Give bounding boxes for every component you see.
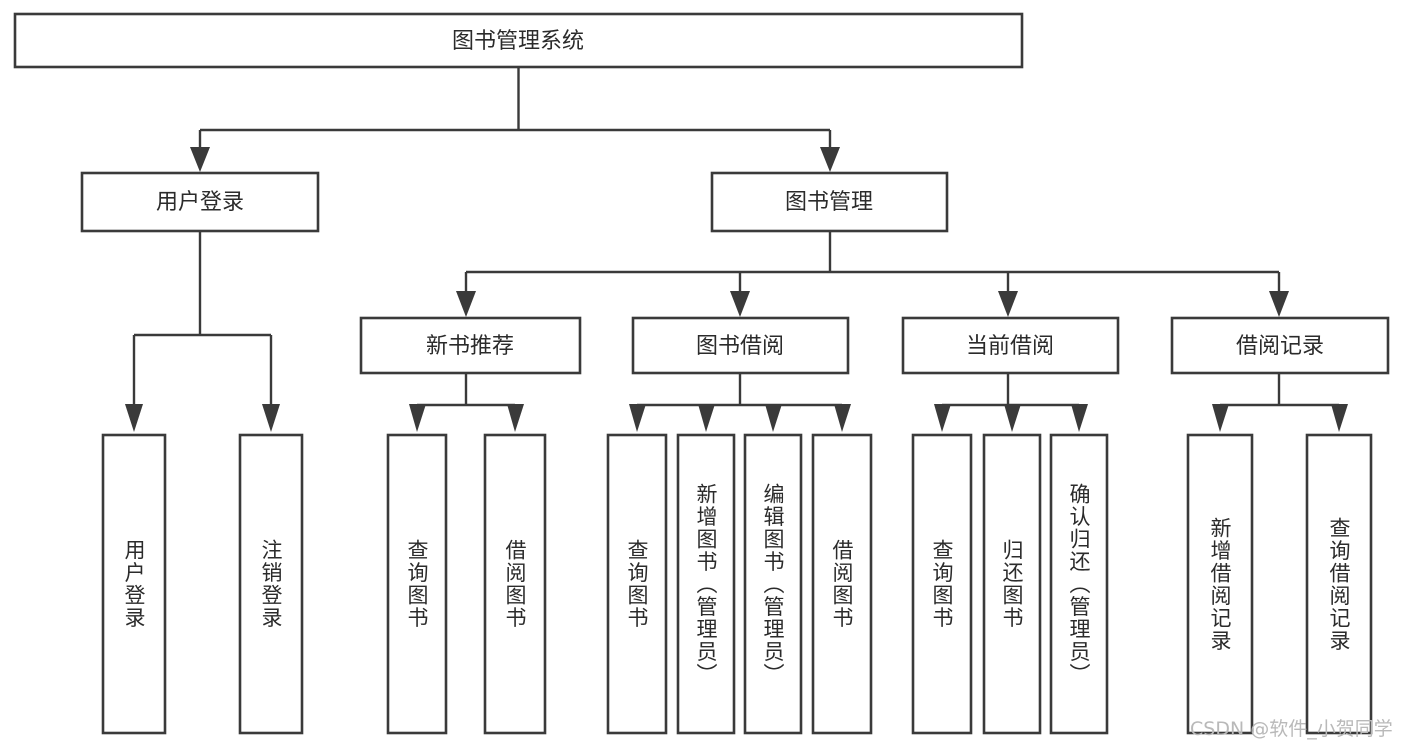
arrow-head-new-book-recommend	[456, 291, 476, 317]
node-leaf-confirm-return-admin[interactable]	[1049, 433, 1109, 735]
node-book-management-label: 图书管理	[785, 190, 873, 215]
node-new-book-recommend[interactable]	[359, 316, 582, 375]
arrow-head-leaf-confirm-return-admin	[1071, 404, 1088, 432]
node-borrow-record[interactable]	[1170, 316, 1390, 375]
node-leaf-user-login[interactable]	[101, 433, 167, 735]
arrow-head-leaf-edit-book-admin	[765, 404, 782, 432]
node-leaf-query-book-1[interactable]	[386, 433, 448, 735]
node-current-borrow-label: 当前借阅	[966, 334, 1054, 359]
node-leaf-user-logout[interactable]	[238, 433, 304, 735]
csdn-watermark: CSDN @软件_小贺同学	[1190, 718, 1393, 740]
arrow-head-leaf-return-book	[1004, 404, 1021, 432]
connectors-layer	[125, 67, 1348, 432]
node-book-borrow[interactable]	[631, 316, 850, 375]
arrow-head-book-management	[820, 147, 840, 172]
node-user-login[interactable]	[80, 171, 320, 233]
arrow-head-current-borrow	[998, 291, 1018, 317]
node-book-management[interactable]	[710, 171, 949, 233]
arrow-head-user-login	[190, 147, 210, 172]
nodes-layer: 图书管理系统 用户登录 图书管理 新书推荐 图书借阅 当前借阅 借阅记录	[13, 12, 1390, 735]
node-leaf-query-book-3[interactable]	[911, 433, 973, 735]
arrow-head-leaf-query-book-2	[629, 404, 646, 432]
node-leaf-query-borrow-record[interactable]	[1305, 433, 1373, 735]
arrow-head-leaf-user-logout	[262, 404, 280, 432]
arrow-head-leaf-query-book-1	[409, 404, 426, 432]
arrow-head-leaf-add-borrow-record	[1212, 404, 1229, 432]
node-root[interactable]	[13, 12, 1024, 69]
node-leaf-return-book[interactable]	[982, 433, 1042, 735]
arrow-head-leaf-borrow-book-1	[507, 404, 524, 432]
node-borrow-record-label: 借阅记录	[1236, 334, 1324, 359]
arrow-head-leaf-borrow-book-2	[834, 404, 851, 432]
arrow-head-leaf-query-book-3	[934, 404, 951, 432]
arrow-head-borrow-record	[1269, 291, 1289, 317]
arrow-head-leaf-add-book-admin	[698, 404, 715, 432]
node-current-borrow[interactable]	[901, 316, 1120, 375]
node-book-borrow-label: 图书借阅	[696, 334, 784, 359]
node-leaf-add-book-admin[interactable]	[676, 433, 736, 735]
node-leaf-add-borrow-record[interactable]	[1186, 433, 1254, 735]
node-leaf-borrow-book-1[interactable]	[483, 433, 547, 735]
arrow-head-leaf-user-login	[125, 404, 143, 432]
node-new-book-recommend-label: 新书推荐	[426, 334, 514, 359]
arrow-head-leaf-query-borrow-record	[1331, 404, 1348, 432]
node-leaf-query-book-2[interactable]	[606, 433, 668, 735]
node-leaf-borrow-book-2[interactable]	[811, 433, 873, 735]
node-leaf-edit-book-admin[interactable]	[743, 433, 803, 735]
node-root-label: 图书管理系统	[452, 29, 584, 54]
arrow-head-book-borrow	[730, 291, 750, 317]
node-user-login-label: 用户登录	[156, 190, 244, 215]
